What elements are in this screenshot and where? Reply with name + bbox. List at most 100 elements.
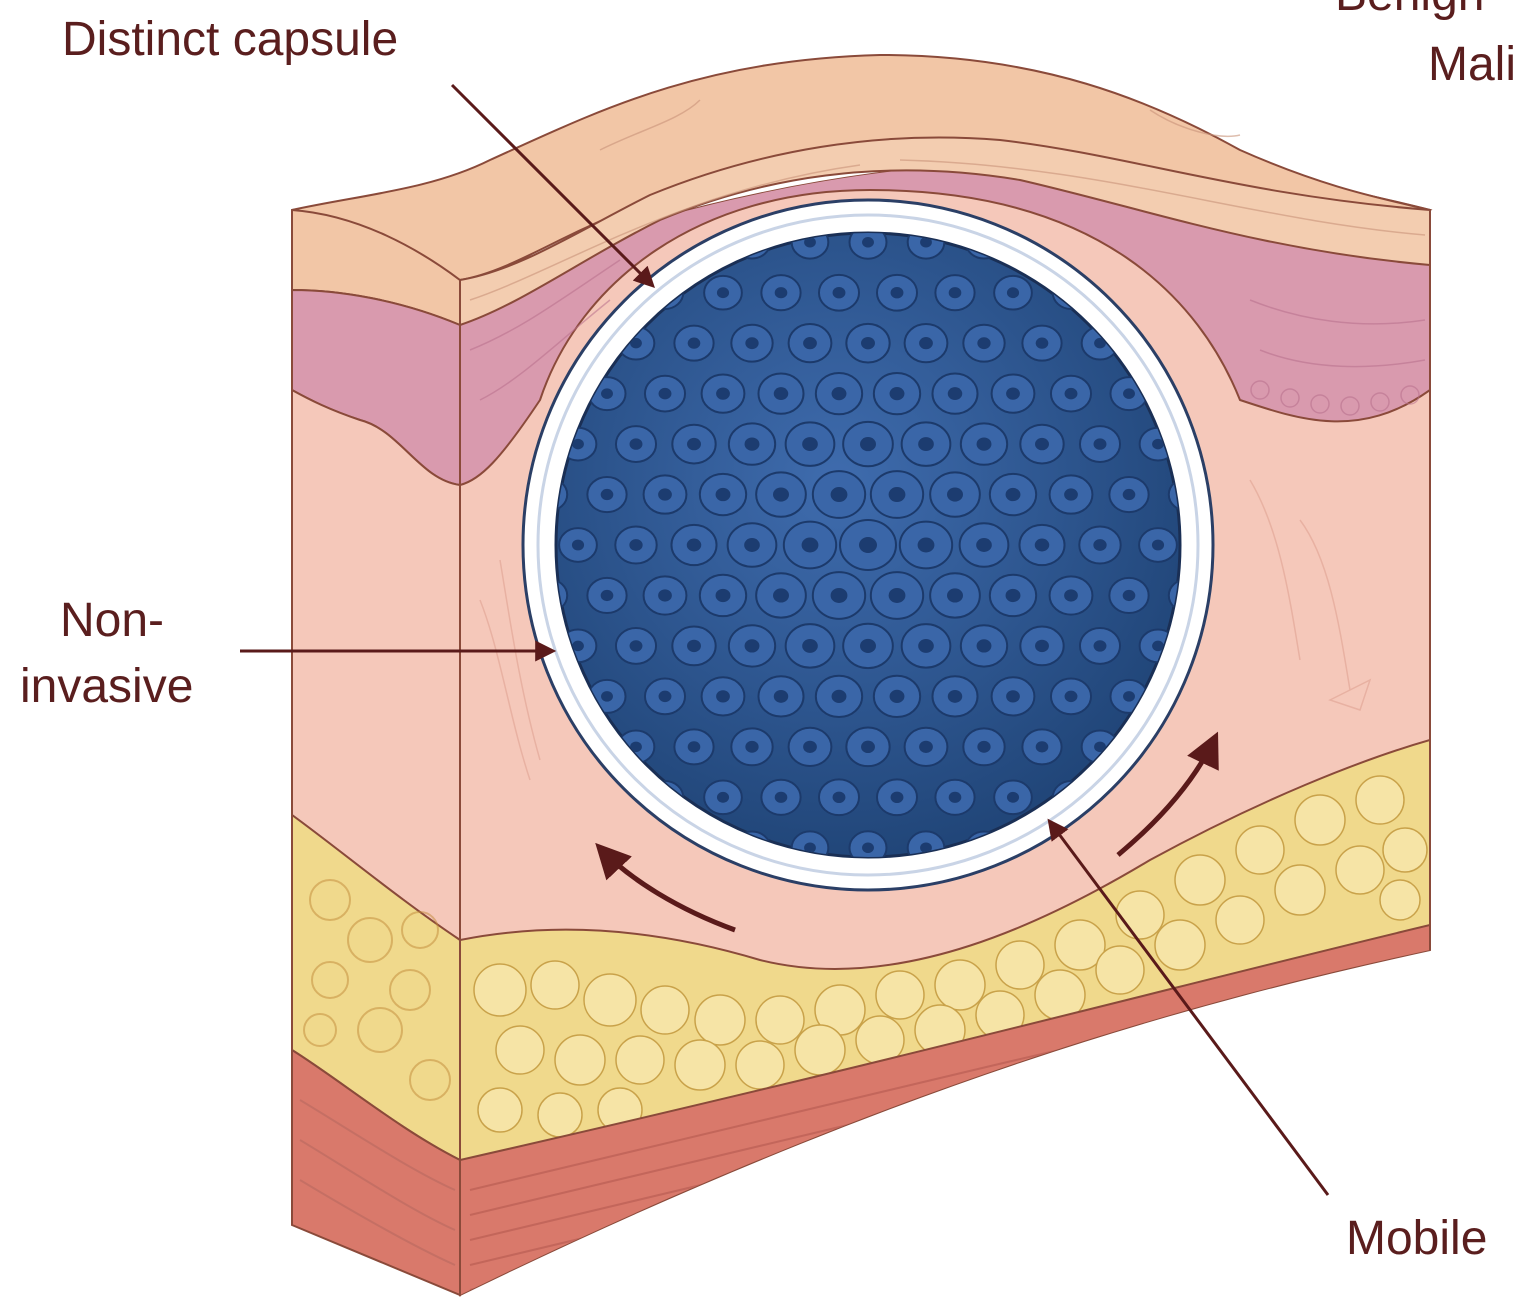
tumor-cell-nucleus	[861, 337, 875, 349]
tumor-cell-nucleus	[977, 337, 990, 349]
tumor-cell-nucleus	[773, 588, 789, 602]
tumor-cell-nucleus	[630, 640, 643, 651]
tumor-cell-nucleus	[1123, 489, 1136, 500]
tumor-cell-nucleus	[831, 588, 848, 603]
tumor-cell-nucleus	[918, 538, 935, 553]
tumor-cell-nucleus	[745, 337, 758, 349]
tumor-cell-nucleus	[833, 287, 846, 298]
tumor-cell-nucleus	[803, 741, 817, 753]
tumor-cell-nucleus	[918, 437, 934, 451]
tumor-cell-nucleus	[1093, 539, 1106, 551]
tumor-cell-nucleus	[947, 487, 963, 501]
tumor-cell-nucleus	[802, 538, 819, 553]
block-side-face	[292, 209, 460, 1295]
non-invasive-label-line2: invasive	[20, 660, 193, 713]
tumor-cell-nucleus	[862, 237, 874, 248]
tumor-cell-nucleus	[687, 640, 701, 652]
tumor-cell-nucleus	[861, 741, 875, 753]
tumor-cell-nucleus	[1123, 691, 1135, 702]
distinct-capsule-label: Distinct capsule	[62, 13, 398, 66]
tumor-cell-nucleus	[949, 792, 962, 803]
tumor-cell-nucleus	[1035, 438, 1049, 450]
tumor-cell-nucleus	[1065, 388, 1078, 399]
tumor-cell-nucleus	[948, 387, 962, 400]
tumor-cell-nucleus	[831, 487, 848, 502]
tumor-cell-nucleus	[1123, 388, 1135, 399]
tumor-cell-nucleus	[977, 639, 992, 652]
tumor-cell-nucleus	[716, 488, 731, 501]
tumor-cell-nucleus	[687, 438, 701, 450]
tumor-cell-nucleus	[1036, 338, 1049, 349]
tumor-cell-nucleus	[803, 337, 817, 349]
tumor-cell-nucleus	[889, 487, 906, 502]
tumor-cell-nucleus	[688, 741, 701, 752]
tumor-cell-nucleus	[658, 488, 672, 500]
tumor-cell-nucleus	[687, 539, 701, 552]
tumor-cell-nucleus	[773, 487, 789, 501]
tumor-cell-nucleus	[1006, 388, 1020, 400]
tumor-cell-nucleus	[745, 437, 760, 450]
non-invasive-label-line1: Non-	[60, 594, 164, 647]
tumor	[523, 200, 1213, 890]
tumor-cell-nucleus	[1006, 589, 1021, 602]
tumor-cell-nucleus	[918, 639, 934, 653]
tumor-cell-nucleus	[832, 387, 847, 400]
tumor-cell-nucleus	[775, 792, 788, 803]
tumor-cell-nucleus	[891, 792, 904, 803]
tumor-cell-nucleus	[659, 388, 672, 399]
tumor-cell-nucleus	[891, 287, 904, 298]
tumor-cell-nucleus	[745, 741, 758, 753]
tumor-cell-nucleus	[1035, 539, 1049, 552]
tumor-cell-nucleus	[1007, 792, 1019, 803]
tumor-cell-nucleus	[774, 387, 788, 400]
tumor-cell-nucleus	[716, 589, 731, 602]
mobile-label: Mobile	[1346, 1212, 1487, 1265]
tumor-cell-nucleus	[1065, 691, 1078, 702]
tumor-cell-nucleus	[601, 388, 613, 399]
tumor-cell-nucleus	[601, 590, 614, 601]
tumor-cell-nucleus	[572, 540, 584, 551]
tumor-cell-nucleus	[1006, 488, 1021, 501]
tumor-cell-nucleus	[744, 538, 760, 552]
tumor-cell-nucleus	[745, 639, 760, 652]
tumor-cell-nucleus	[802, 437, 818, 451]
tumor-cell-nucleus	[659, 691, 672, 702]
tumor-cell-nucleus	[601, 489, 614, 500]
tumor-cell-nucleus	[774, 690, 788, 703]
tumor-cell-nucleus	[919, 741, 933, 753]
tumor-cell-nucleus	[1094, 438, 1107, 449]
tumor-cell-nucleus	[1064, 488, 1078, 500]
tumor-cell-nucleus	[860, 639, 876, 653]
tumor-cell-nucleus	[601, 691, 613, 702]
tumor-cell-nucleus	[1036, 741, 1049, 752]
legend-fragment-line2: Mali	[1428, 38, 1516, 91]
tumor-cell-nucleus	[717, 287, 729, 298]
tumor-cell-nucleus	[833, 792, 846, 803]
tumor-cell-nucleus	[1064, 589, 1078, 601]
tumor-cell-nucleus	[949, 287, 962, 298]
tumor-cell-nucleus	[1152, 540, 1164, 551]
tumor-cell-nucleus	[1123, 590, 1136, 601]
tumor-cell-nucleus	[976, 538, 992, 552]
tumor-cell-nucleus	[1035, 640, 1049, 652]
tumor-cell-nucleus	[860, 437, 876, 451]
tumor-cell-nucleus	[1007, 287, 1019, 298]
tumor-cell-nucleus	[859, 537, 877, 553]
tumor-cell-nucleus	[948, 690, 962, 703]
tumor-cell-nucleus	[716, 388, 730, 400]
tumor-cell-nucleus	[947, 588, 963, 602]
tumor-cell-nucleus	[1006, 690, 1020, 702]
tumor-cell-nucleus	[890, 387, 905, 400]
tumor-cell-nucleus	[977, 437, 992, 450]
tumor-cell-nucleus	[717, 792, 729, 803]
tumor-cell-nucleus	[658, 589, 672, 601]
tumor-cell-nucleus	[1094, 640, 1107, 651]
tumor-cell-nucleus	[832, 690, 847, 703]
legend-fragment-line1: Benign	[1335, 0, 1484, 21]
tumor-cell-nucleus	[919, 337, 933, 349]
tumor-cell-nucleus	[630, 438, 643, 449]
tumor-cell-nucleus	[688, 338, 701, 349]
tumor-cell-nucleus	[716, 690, 730, 702]
tumor-cell-nucleus	[977, 741, 990, 753]
